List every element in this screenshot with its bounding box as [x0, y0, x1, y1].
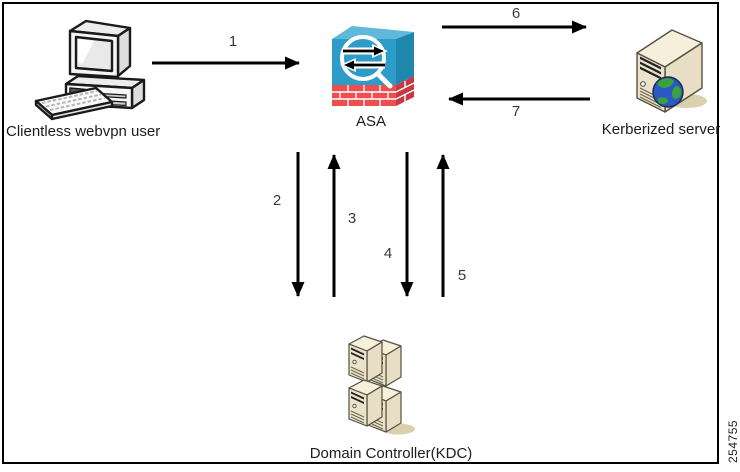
kerberized-server-icon: [636, 29, 707, 113]
client-computer-icon: [34, 19, 146, 121]
arrow-label-5: 5: [457, 267, 467, 284]
arrow-label-1: 1: [228, 33, 238, 50]
server-vent-slots: [640, 56, 661, 80]
asa-label: ASA: [355, 113, 387, 130]
arrow-label-6: 6: [511, 5, 521, 22]
kdc-tower-bottom-left: [348, 379, 383, 427]
kdc-label: Domain Controller(KDC): [309, 445, 473, 462]
keyboard-keys: [41, 90, 106, 111]
asa-bidirectional-arrows-icon: [340, 44, 388, 72]
kdc-servers-icon: [348, 335, 415, 435]
arrow-label-2: 2: [272, 192, 282, 209]
figure-number: 254755: [726, 419, 740, 463]
kerberized-server-label: Kerberized server: [601, 121, 721, 138]
asa-brickwall-side: [396, 76, 414, 106]
globe-icon: [652, 76, 684, 108]
kdc-tower-top-left: [348, 335, 383, 383]
asa-lens-icon: [340, 35, 393, 89]
asa-cube-top: [332, 26, 414, 39]
arrow-label-3: 3: [347, 210, 357, 227]
client-label: Clientless webvpn user: [6, 123, 161, 140]
server-power-button: [640, 81, 646, 87]
arrow-label-7: 7: [511, 103, 521, 120]
asa-cube-side: [396, 32, 414, 85]
asa-firewall-icon: [332, 26, 414, 106]
brick-mortar-lines: [332, 81, 414, 106]
arrow-label-4: 4: [383, 245, 393, 262]
